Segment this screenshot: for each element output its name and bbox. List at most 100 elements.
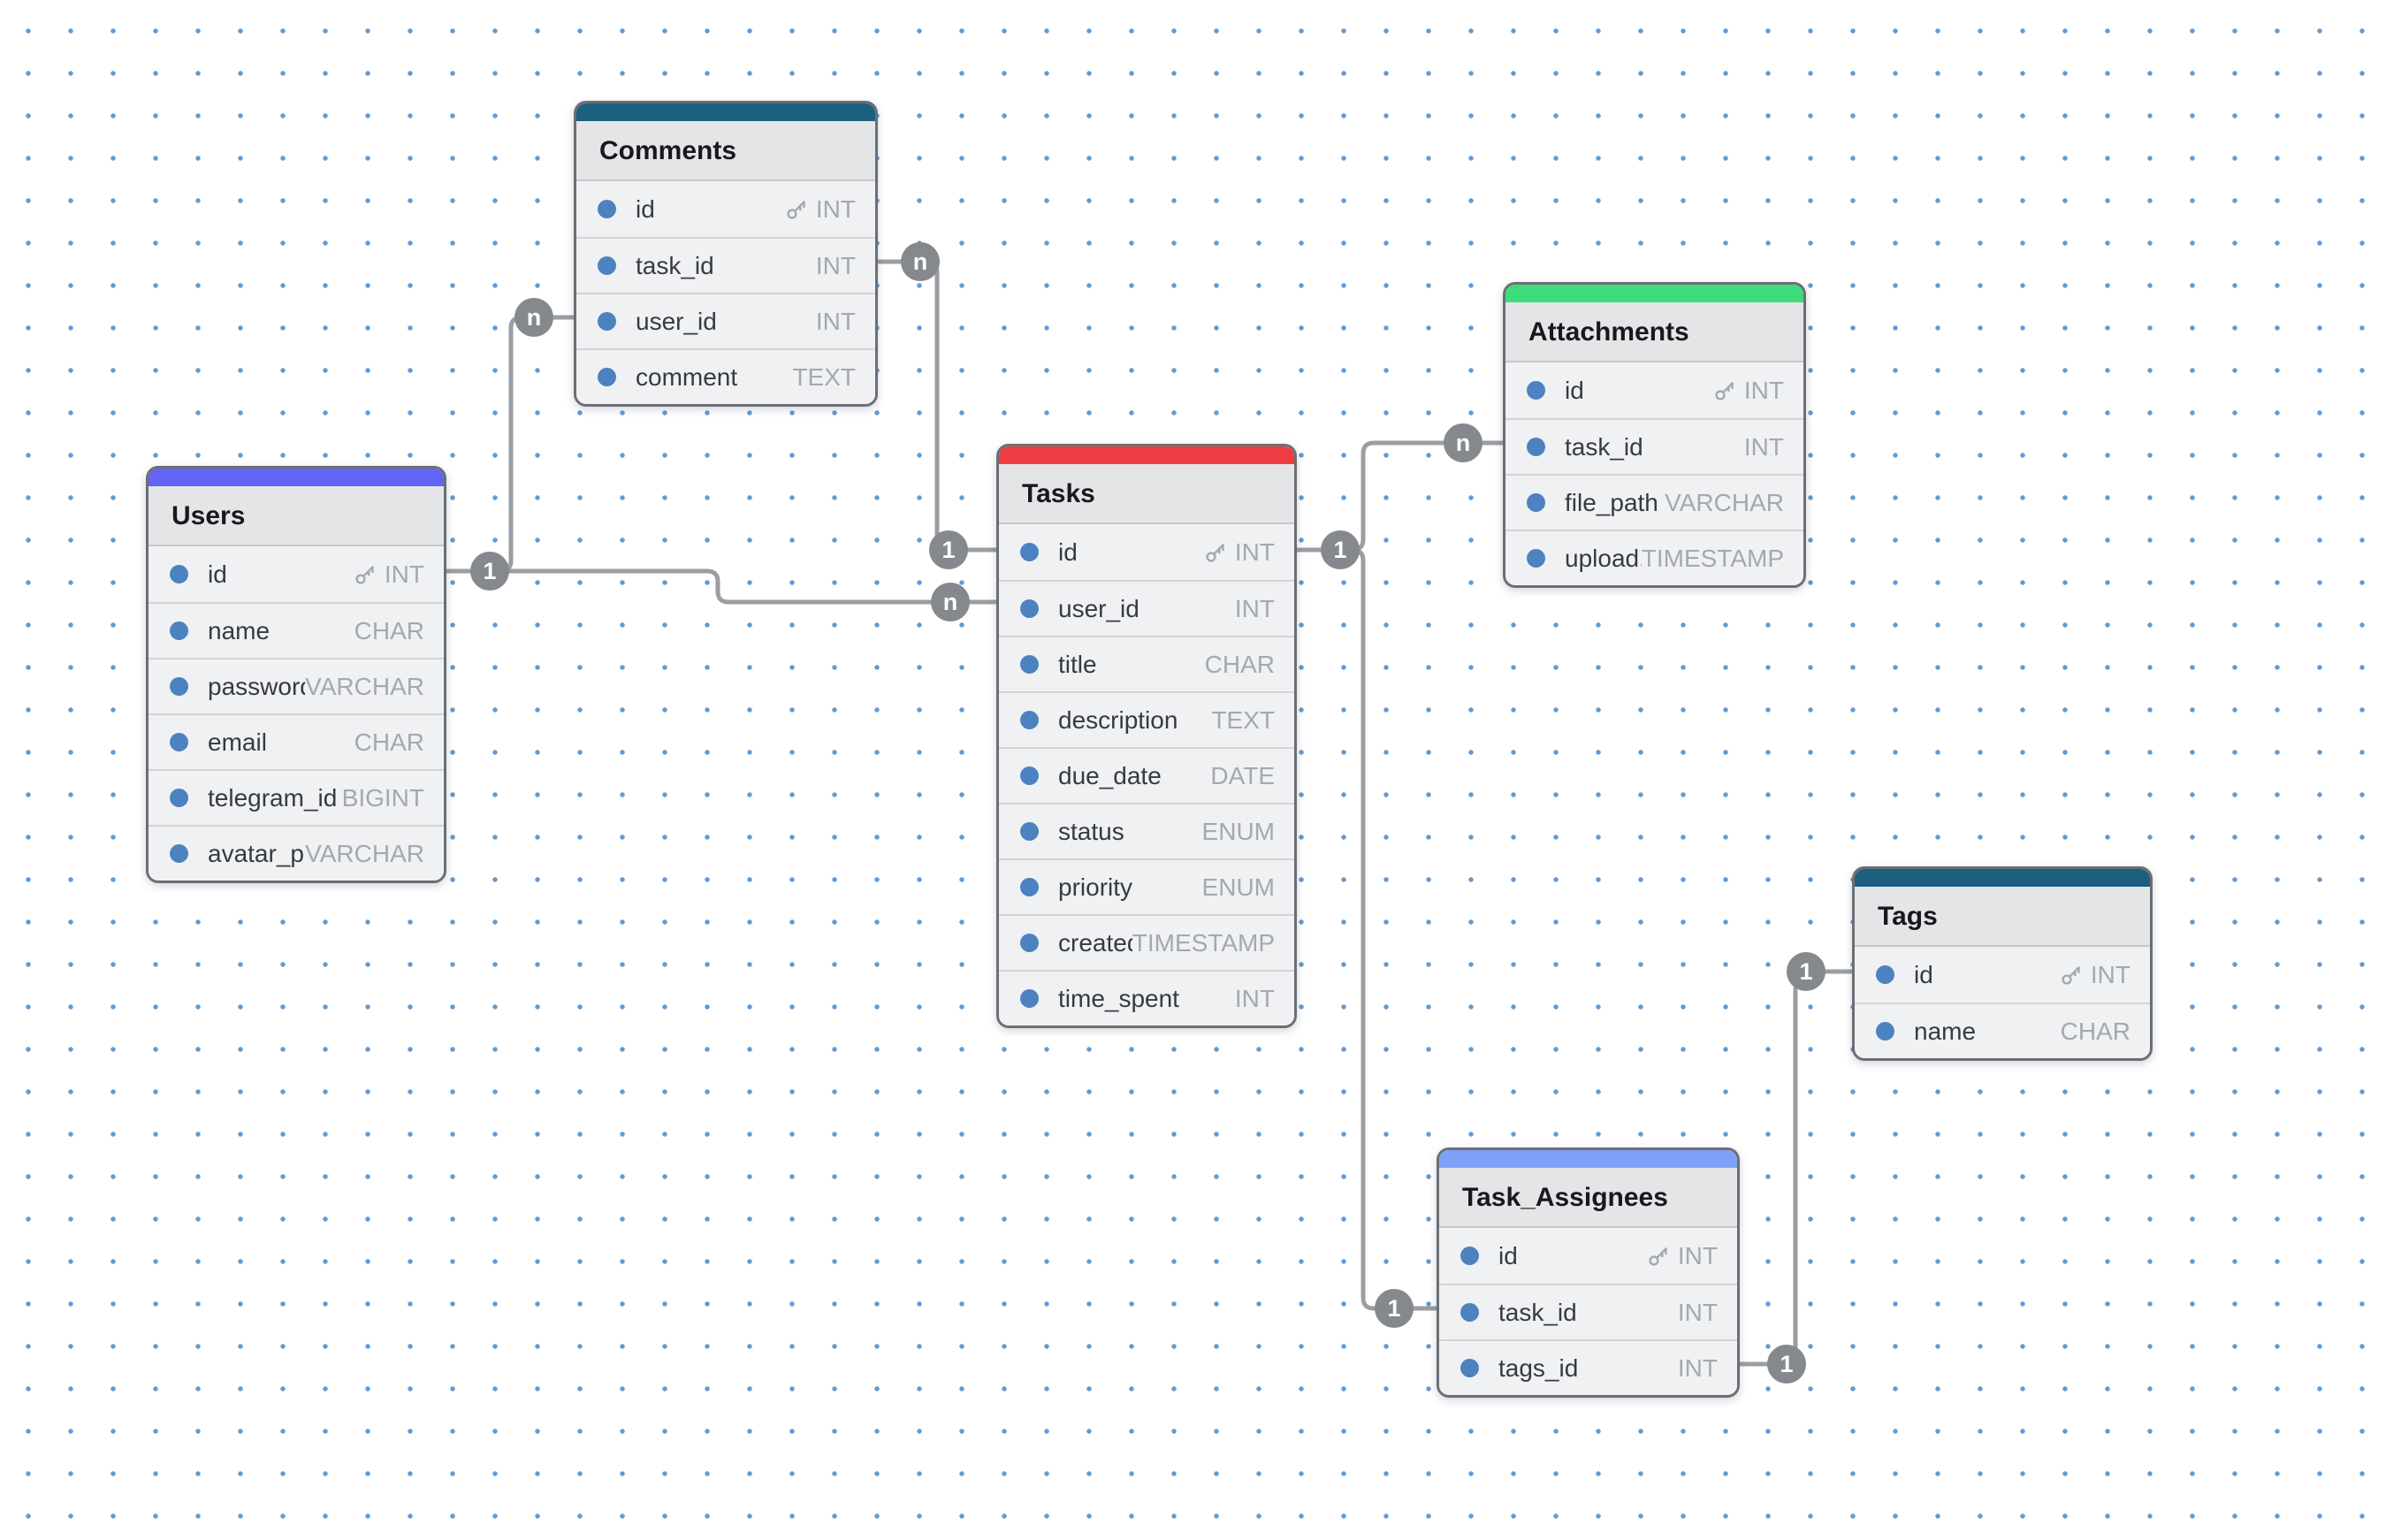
relationship-line[interactable] bbox=[444, 315, 576, 574]
table-field-row[interactable]: id INT bbox=[576, 181, 875, 237]
field-dot-icon bbox=[1020, 822, 1039, 841]
field-type-label: TEXT bbox=[1211, 705, 1275, 734]
field-type-label: VARCHAR bbox=[305, 839, 424, 867]
field-type: ENUM bbox=[1202, 818, 1275, 846]
table-field-row[interactable]: task_id INT bbox=[1439, 1284, 1737, 1339]
cardinality-badge[interactable]: n bbox=[514, 298, 553, 337]
field-type-label: DATE bbox=[1210, 761, 1275, 789]
table-field-row[interactable]: description TEXT bbox=[999, 691, 1294, 747]
table-field-row[interactable]: avatar_pa... VARCHAR bbox=[149, 825, 444, 881]
table-fields: id INT name bbox=[149, 546, 444, 881]
table-field-row[interactable]: telegram_id BIGINT bbox=[149, 769, 444, 825]
cardinality-badge[interactable]: 1 bbox=[1767, 1345, 1806, 1384]
table-accent-bar bbox=[576, 103, 875, 121]
field-type-label: TEXT bbox=[792, 362, 856, 391]
table-field-row[interactable]: status ENUM bbox=[999, 803, 1294, 858]
cardinality-badge[interactable]: 1 bbox=[470, 552, 509, 591]
field-type-label: INT bbox=[1743, 376, 1784, 404]
table-field-row[interactable]: email CHAR bbox=[149, 713, 444, 769]
table-fields: id INT user_id bbox=[999, 524, 1294, 1025]
relationship-line[interactable] bbox=[875, 259, 999, 553]
table-title[interactable]: Comments bbox=[576, 121, 875, 181]
field-type-label: CHAR bbox=[354, 728, 424, 756]
field-dot-icon bbox=[1020, 878, 1039, 896]
field-name: name bbox=[208, 616, 271, 644]
table-field-row[interactable]: task_id INT bbox=[576, 237, 875, 293]
table-field-row[interactable]: user_id INT bbox=[576, 293, 875, 348]
table-field-row[interactable]: title CHAR bbox=[999, 636, 1294, 691]
table-title[interactable]: Task_Assignees bbox=[1439, 1168, 1737, 1228]
field-name: id bbox=[1565, 376, 1584, 404]
field-name: user_id bbox=[1058, 594, 1140, 622]
table-title[interactable]: Users bbox=[149, 486, 444, 546]
table-accent-bar bbox=[1439, 1150, 1737, 1168]
field-type-label: INT bbox=[1677, 1241, 1718, 1269]
field-type: INT bbox=[1235, 595, 1275, 623]
field-type: INT bbox=[1744, 433, 1784, 461]
field-name: created... bbox=[1058, 928, 1132, 957]
primary-key-icon bbox=[1713, 379, 1736, 402]
field-dot-icon bbox=[170, 844, 188, 863]
relationship-line[interactable] bbox=[1294, 547, 1439, 1311]
entity-table-users[interactable]: Users id INT name bbox=[146, 466, 446, 883]
table-title[interactable]: Tags bbox=[1855, 887, 2150, 947]
table-field-row[interactable]: name CHAR bbox=[149, 602, 444, 658]
table-field-row[interactable]: name CHAR bbox=[1855, 1003, 2150, 1058]
entity-table-tags[interactable]: Tags id INT name bbox=[1852, 866, 2153, 1061]
entity-table-attachments[interactable]: Attachments id INT task_id bbox=[1503, 282, 1806, 588]
field-dot-icon bbox=[1876, 965, 1894, 984]
field-name: file_path bbox=[1565, 488, 1658, 516]
cardinality-badge[interactable]: n bbox=[901, 242, 940, 281]
field-name: id bbox=[636, 194, 655, 223]
field-type-label: INT bbox=[384, 560, 424, 588]
table-field-row[interactable]: task_id INT bbox=[1505, 418, 1803, 474]
table-field-row[interactable]: time_spent INT bbox=[999, 970, 1294, 1025]
entity-table-comments[interactable]: Comments id INT task_id bbox=[574, 101, 878, 407]
field-type: VARCHAR bbox=[305, 840, 424, 868]
cardinality-badge[interactable]: 1 bbox=[929, 530, 968, 569]
table-title[interactable]: Attachments bbox=[1505, 302, 1803, 362]
cardinality-badge[interactable]: 1 bbox=[1321, 530, 1360, 569]
table-field-row[interactable]: upload... TIMESTAMP bbox=[1505, 530, 1803, 585]
table-field-row[interactable]: id INT bbox=[1439, 1228, 1737, 1284]
table-field-row[interactable]: id INT bbox=[1505, 362, 1803, 418]
table-field-row[interactable]: comment TEXT bbox=[576, 348, 875, 404]
table-field-row[interactable]: user_id INT bbox=[999, 580, 1294, 636]
field-name: time_spent bbox=[1058, 984, 1179, 1012]
primary-key-icon bbox=[2060, 964, 2083, 987]
entity-table-task_assignees[interactable]: Task_Assignees id INT task_id bbox=[1437, 1147, 1740, 1398]
cardinality-badge[interactable]: 1 bbox=[1787, 952, 1826, 991]
field-name: id bbox=[1058, 537, 1078, 566]
table-field-row[interactable]: id INT bbox=[999, 524, 1294, 580]
field-name: id bbox=[1498, 1241, 1518, 1269]
field-name: task_id bbox=[636, 251, 714, 279]
entity-table-tasks[interactable]: Tasks id INT user_id bbox=[996, 444, 1297, 1028]
field-type: TIMESTAMP bbox=[1132, 929, 1275, 957]
table-field-row[interactable]: password VARCHAR bbox=[149, 658, 444, 713]
field-type: INT bbox=[785, 195, 856, 224]
cardinality-badge[interactable]: 1 bbox=[1375, 1289, 1414, 1328]
field-name: task_id bbox=[1498, 1298, 1577, 1326]
table-field-row[interactable]: due_date DATE bbox=[999, 747, 1294, 803]
relationship-line[interactable] bbox=[1737, 969, 1855, 1367]
relationship-line[interactable] bbox=[444, 568, 999, 605]
cardinality-badge[interactable]: n bbox=[931, 583, 970, 621]
table-accent-bar bbox=[1855, 869, 2150, 887]
table-field-row[interactable]: created... TIMESTAMP bbox=[999, 914, 1294, 970]
cardinality-badge[interactable]: n bbox=[1444, 423, 1483, 462]
table-field-row[interactable]: id INT bbox=[149, 546, 444, 602]
field-type-label: VARCHAR bbox=[305, 672, 424, 700]
table-field-row[interactable]: id INT bbox=[1855, 947, 2150, 1003]
field-type-label: INT bbox=[2090, 960, 2130, 988]
table-title[interactable]: Tasks bbox=[999, 464, 1294, 524]
table-field-row[interactable]: tags_id INT bbox=[1439, 1339, 1737, 1395]
table-field-row[interactable]: file_path VARCHAR bbox=[1505, 474, 1803, 530]
field-name: priority bbox=[1058, 873, 1133, 901]
field-dot-icon bbox=[598, 368, 616, 386]
table-field-row[interactable]: priority ENUM bbox=[999, 858, 1294, 914]
table-accent-bar bbox=[999, 446, 1294, 464]
field-type-label: INT bbox=[1677, 1298, 1718, 1326]
field-type-label: INT bbox=[1234, 984, 1275, 1012]
field-type: CHAR bbox=[354, 617, 424, 645]
